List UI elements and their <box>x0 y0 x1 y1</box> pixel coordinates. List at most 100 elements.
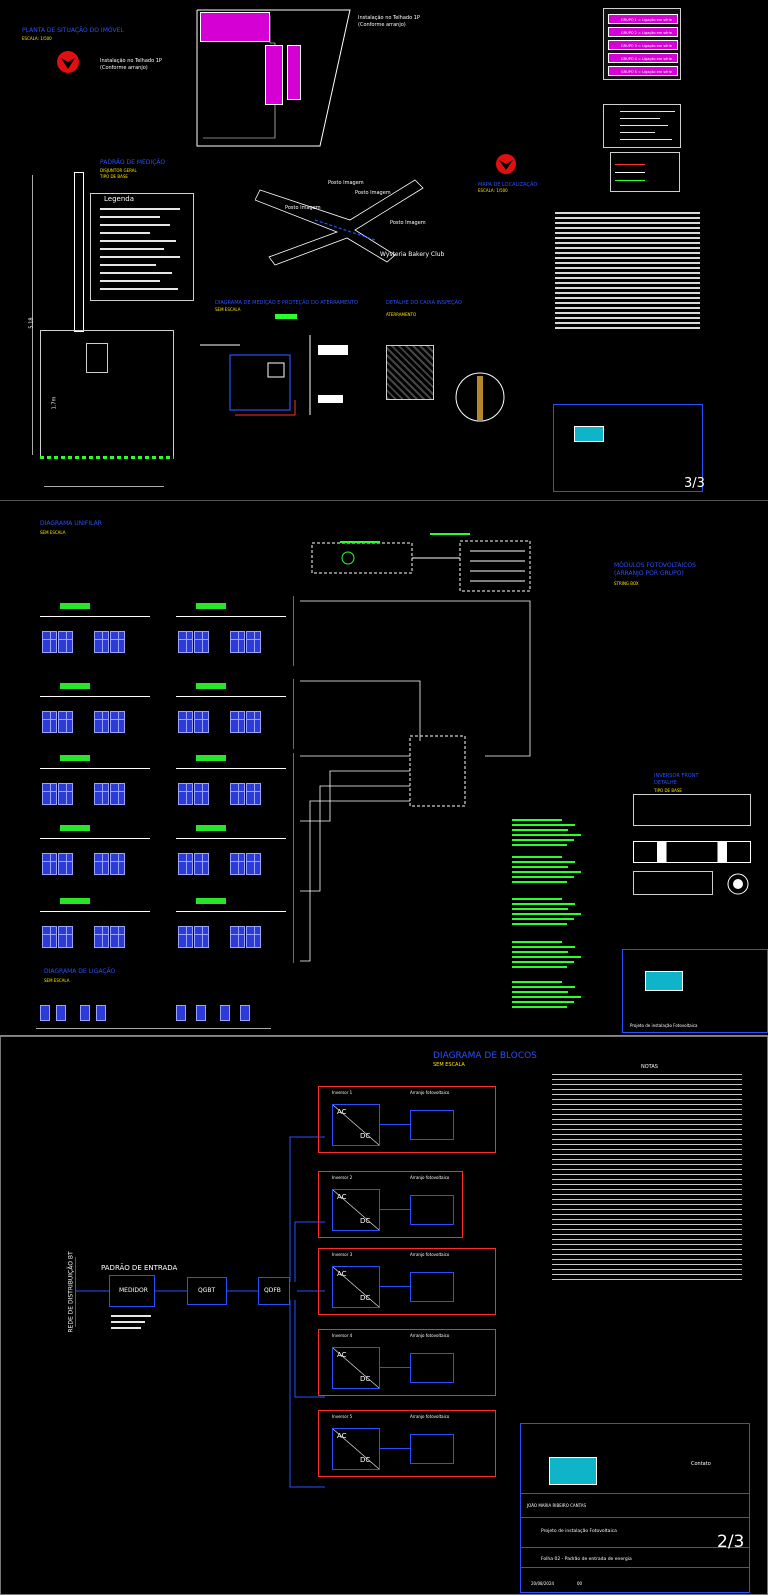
drawing-sheet-3: PLANTA DE SITUAÇÃO DO IMÓVEL ESCALA: 1/5… <box>0 0 768 500</box>
solar-panel-icon <box>94 711 109 733</box>
pole-sub2: TIPO DE BASE <box>100 174 128 179</box>
solar-panel-icon <box>240 1005 250 1021</box>
inverter-icon <box>633 841 751 863</box>
green-note-line <box>512 946 575 948</box>
roof-installation-label-2: (Conforme arranjo) <box>358 22 406 28</box>
solar-panel-icon <box>230 853 245 875</box>
ligacao-title: DIAGRAMA DE LIGAÇÃO <box>44 968 116 975</box>
solar-panel-icon <box>246 853 261 875</box>
solar-panel-icon <box>110 926 125 948</box>
padrao-label: PADRÃO DE ENTRADA <box>101 1264 178 1272</box>
pv-array-icon <box>410 1353 454 1383</box>
green-note-line <box>512 871 581 873</box>
legend-row <box>100 232 150 234</box>
dim-left: 5.18 <box>28 317 35 329</box>
map-label: Posto Imagem <box>285 205 321 211</box>
legend-group-4: GRUPO 4 = Ligação em série <box>608 53 678 63</box>
qdfb-box <box>258 1277 290 1305</box>
legend-title: Legenda <box>104 195 135 203</box>
solar-panel-icon <box>110 853 125 875</box>
inverter-block <box>318 1410 496 1477</box>
green-note-line <box>512 829 568 831</box>
legend-row <box>100 224 170 226</box>
string-label <box>196 603 226 609</box>
project-line-1: Projeto de instalação Fotovoltaica <box>541 1529 617 1534</box>
title-project: Projeto de instalação Fotovoltaica <box>630 1023 698 1028</box>
company-logo-icon <box>574 426 604 442</box>
roof-installation-label: Instalação no Telhado 1P <box>358 15 420 21</box>
string-bus <box>176 838 286 839</box>
green-note-line <box>512 876 574 878</box>
solar-panel-icon <box>42 926 57 948</box>
title-block-line <box>520 1493 750 1494</box>
green-note-line <box>512 918 574 920</box>
pole <box>74 172 84 332</box>
legend-row <box>100 272 172 274</box>
block-label: Inversor 2 <box>332 1175 353 1180</box>
north-arrow-icon <box>57 51 79 73</box>
company-logo-icon <box>645 971 683 991</box>
solar-panel-icon <box>42 783 57 805</box>
inverter-block <box>318 1171 463 1238</box>
solar-panel-icon <box>178 711 193 733</box>
string-bus <box>176 616 286 617</box>
green-note-line <box>512 951 568 953</box>
stringbox-title-2: (ARRANJO POR GRUPO) <box>614 570 684 577</box>
conductor-legend <box>610 152 680 192</box>
title-block-line <box>520 1517 750 1518</box>
legend-row <box>100 216 160 218</box>
inverter-icon <box>332 1104 380 1146</box>
inverter-icon <box>332 1347 380 1389</box>
protection-detail <box>200 335 348 416</box>
title-block <box>553 404 703 492</box>
solar-panel-icon <box>58 631 73 653</box>
unifilar-title: DIAGRAMA UNIFILAR <box>40 520 102 527</box>
dc-link <box>380 1209 410 1210</box>
solar-panel-icon <box>110 783 125 805</box>
green-note-line <box>512 856 562 858</box>
green-note-line <box>512 819 562 821</box>
dc-label: DC <box>360 1294 371 1302</box>
green-note-line <box>512 961 574 963</box>
dc-link <box>380 1367 410 1368</box>
dc-link <box>380 1124 410 1125</box>
ground-sub: ATERRAMENTO <box>386 312 417 317</box>
title-block-3 <box>520 1423 750 1593</box>
solar-panel-icon <box>96 1005 106 1021</box>
solar-panel-icon <box>230 783 245 805</box>
inverter-icon <box>332 1266 380 1308</box>
green-note-line <box>512 1001 574 1003</box>
map-label: Posto Imagem <box>328 180 364 186</box>
green-label <box>340 541 380 543</box>
module-label: Arranjo fotovoltaico <box>410 1090 450 1095</box>
block-label: Inversor 4 <box>332 1333 353 1338</box>
solar-panel-icon <box>220 1005 230 1021</box>
dimension-line-left <box>32 175 33 455</box>
solar-panel-icon <box>58 711 73 733</box>
array-row-3 <box>36 753 294 823</box>
title-block-line <box>520 1547 750 1548</box>
green-note-line <box>512 861 575 863</box>
solar-panel-icon <box>194 711 209 733</box>
inverter-icon <box>332 1428 380 1470</box>
string-bus <box>176 768 286 769</box>
stringbox-sub: STRING BOX <box>614 581 639 586</box>
green-note-line <box>512 844 567 846</box>
solar-panel-icon <box>194 631 209 653</box>
string-label <box>60 825 90 831</box>
green-note-line <box>512 941 562 943</box>
cable-legend <box>603 104 681 148</box>
title-block-line <box>520 1567 750 1568</box>
string-bus <box>40 616 150 617</box>
solar-panel-icon <box>246 926 261 948</box>
inverter-side <box>633 871 713 895</box>
string-bus <box>40 696 150 697</box>
inverter-block <box>318 1086 496 1153</box>
medidor-label: MEDIDOR <box>119 1287 148 1294</box>
inverter-connector <box>727 873 749 895</box>
green-note-line <box>512 903 575 905</box>
specifications-text <box>555 212 700 330</box>
string-label <box>60 898 90 904</box>
green-note-line <box>512 956 581 958</box>
roof-array-group-3 <box>287 45 301 100</box>
